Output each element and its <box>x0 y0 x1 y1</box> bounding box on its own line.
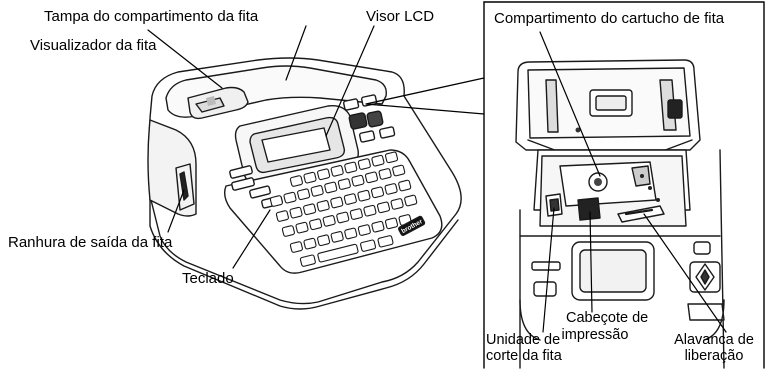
label-release-lever-line1: Alavanca de <box>674 332 754 348</box>
label-release-lever-line2: liberação <box>684 348 744 364</box>
label-cutter-line1: Unidade de <box>486 332 561 348</box>
label-cutter-line2: corte da fita <box>486 348 562 364</box>
label-print-head-line1: Cabeçote de <box>566 310 649 326</box>
label-cutter: Unidade de corte da fita <box>486 332 562 364</box>
label-tape-cover: Tampa do compartimento da fita <box>44 8 259 25</box>
lower-nav-pad <box>689 261 721 293</box>
label-exit-slot: Ranhura de saída da fita <box>8 234 173 251</box>
label-print-head-line2: impressão <box>561 327 629 343</box>
cassette-compartment-panel <box>483 1 765 369</box>
key-grid <box>269 151 418 267</box>
label-release-lever: Alavanca de liberação <box>664 332 764 364</box>
label-print-head-line2-wrap: impressão <box>555 327 635 343</box>
printer-base <box>149 195 459 310</box>
label-lcd: Visor LCD <box>366 8 435 25</box>
right-leader-lines <box>539 31 727 333</box>
print-head <box>577 197 601 221</box>
label-keyboard: Teclado <box>182 270 234 287</box>
label-print-head: Cabeçote de <box>566 310 649 326</box>
tape-exit-slot <box>179 171 189 201</box>
label-cassette-compartment: Compartimento do cartucho de fita <box>494 10 725 27</box>
label-printer-illustration: brother <box>147 25 485 310</box>
label-tape-viewer: Visualizador da fita <box>30 37 157 54</box>
callout-wedge <box>365 77 485 115</box>
left-leader-lines <box>147 25 375 269</box>
